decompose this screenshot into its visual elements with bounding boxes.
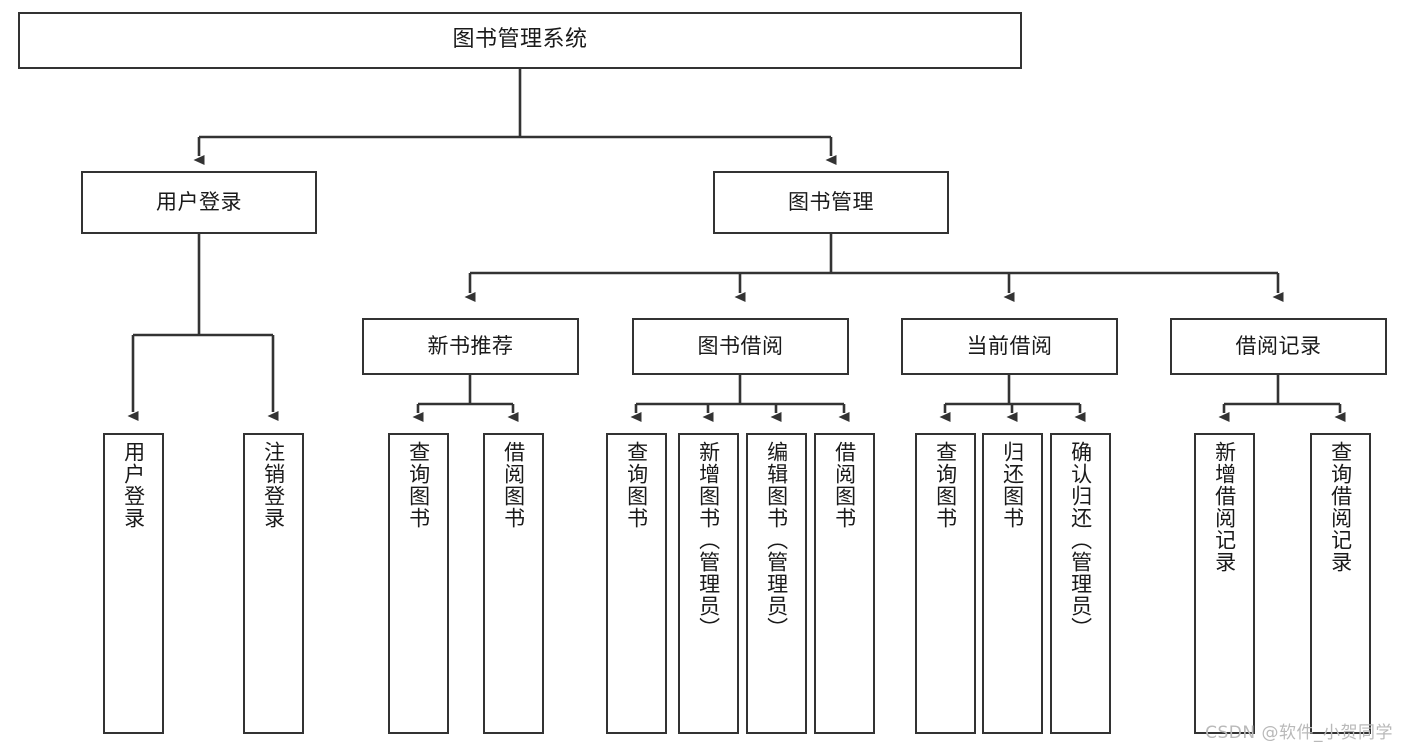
node-root[interactable]: 图书管理系统: [18, 12, 1022, 69]
node-leaf-confirm-return-label: 确认归还（管理员）: [1068, 441, 1093, 639]
node-borrow-record-label: 借阅记录: [1235, 334, 1322, 359]
node-leaf-edit-book[interactable]: 编辑图书（管理员）: [746, 433, 807, 734]
node-book-manage[interactable]: 图书管理: [713, 171, 949, 234]
node-leaf-user-logout-label: 注销登录: [261, 441, 286, 529]
node-new-book-rec-label: 新书推荐: [427, 334, 514, 359]
node-leaf-add-book-label: 新增图书（管理员）: [696, 441, 721, 639]
node-leaf-confirm-return[interactable]: 确认归还（管理员）: [1050, 433, 1111, 734]
node-leaf-borrow-book-2-label: 借阅图书: [832, 441, 857, 529]
node-leaf-query-book-1-label: 查询图书: [406, 441, 431, 529]
node-leaf-return-book-label: 归还图书: [1000, 441, 1025, 529]
node-leaf-query-book-2-label: 查询图书: [624, 441, 649, 529]
node-borrow-record[interactable]: 借阅记录: [1170, 318, 1387, 375]
node-user-login[interactable]: 用户登录: [81, 171, 317, 234]
node-leaf-query-book-3-label: 查询图书: [933, 441, 958, 529]
node-leaf-edit-book-label: 编辑图书（管理员）: [764, 441, 789, 639]
node-leaf-add-record-label: 新增借阅记录: [1212, 441, 1237, 573]
node-leaf-query-record[interactable]: 查询借阅记录: [1310, 433, 1371, 734]
node-leaf-add-book[interactable]: 新增图书（管理员）: [678, 433, 739, 734]
node-leaf-query-book-1[interactable]: 查询图书: [388, 433, 449, 734]
node-book-borrow[interactable]: 图书借阅: [632, 318, 849, 375]
node-leaf-borrow-book-1[interactable]: 借阅图书: [483, 433, 544, 734]
node-root-label: 图书管理系统: [452, 27, 588, 53]
node-book-manage-label: 图书管理: [788, 190, 874, 215]
node-user-login-label: 用户登录: [156, 190, 242, 215]
watermark-text: CSDN @软件_小贺同学: [1205, 723, 1393, 743]
node-current-borrow-label: 当前借阅: [966, 334, 1053, 359]
node-leaf-user-login[interactable]: 用户登录: [103, 433, 164, 734]
node-leaf-borrow-book-2[interactable]: 借阅图书: [814, 433, 875, 734]
node-leaf-query-record-label: 查询借阅记录: [1328, 441, 1353, 573]
node-current-borrow[interactable]: 当前借阅: [901, 318, 1118, 375]
node-book-borrow-label: 图书借阅: [697, 334, 784, 359]
node-leaf-return-book[interactable]: 归还图书: [982, 433, 1043, 734]
node-leaf-user-login-label: 用户登录: [121, 441, 146, 529]
node-leaf-add-record[interactable]: 新增借阅记录: [1194, 433, 1255, 734]
node-leaf-query-book-3[interactable]: 查询图书: [915, 433, 976, 734]
node-leaf-borrow-book-1-label: 借阅图书: [501, 441, 526, 529]
node-leaf-user-logout[interactable]: 注销登录: [243, 433, 304, 734]
node-leaf-query-book-2[interactable]: 查询图书: [606, 433, 667, 734]
node-new-book-rec[interactable]: 新书推荐: [362, 318, 579, 375]
